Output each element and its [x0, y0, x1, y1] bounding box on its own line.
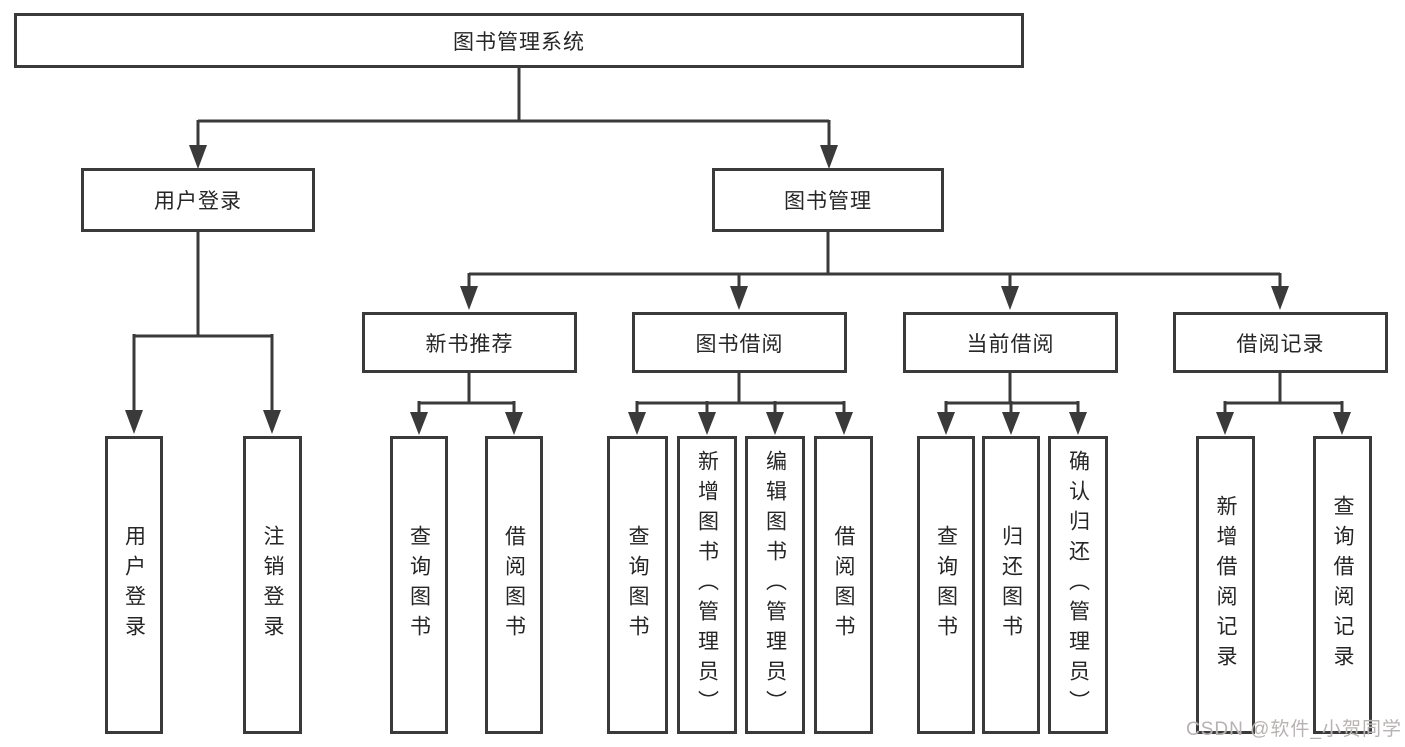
arrow-head — [460, 286, 478, 310]
node-label: 当前借阅 — [966, 332, 1055, 356]
leaf-return-book: 归还图书 — [982, 436, 1040, 734]
leaf-user-login: 用户登录 — [105, 436, 163, 734]
leaf-logout: 注销登录 — [243, 436, 302, 734]
node-label: 用户登录 — [154, 190, 242, 213]
arrow-head — [125, 410, 143, 434]
node-label: 新增借阅记录 — [1214, 495, 1237, 675]
node-label: 查询图书 — [407, 525, 431, 645]
leaf-query-books-borrow: 查询图书 — [607, 436, 668, 734]
arrow-head — [410, 412, 428, 435]
node-label: 新增图书（管理员） — [695, 450, 719, 720]
leaf-confirm-return-admin: 确认归还（管理员） — [1048, 436, 1108, 734]
node-label: 新书推荐 — [425, 332, 514, 356]
arrow-head — [730, 286, 748, 310]
node-label: 用户登录 — [122, 525, 146, 645]
arrow-head — [1001, 286, 1019, 310]
arrow-head — [1271, 286, 1289, 310]
node-label: 图书管理 — [784, 190, 872, 213]
node-user-login: 用户登录 — [81, 168, 315, 232]
arrow-head — [937, 412, 955, 435]
arrow-head — [766, 412, 784, 435]
arrow-head — [1216, 412, 1234, 435]
node-label: 图书管理系统 — [453, 30, 585, 54]
arrow-head — [1069, 412, 1087, 435]
node-current-borrow: 当前借阅 — [903, 312, 1118, 373]
leaf-edit-book-admin: 编辑图书（管理员） — [745, 436, 805, 734]
node-label: 归还图书 — [999, 525, 1023, 645]
arrow-head — [820, 145, 838, 169]
node-label: 借阅图书 — [832, 525, 855, 645]
node-label: 查询图书 — [626, 525, 649, 645]
arrow-head — [698, 412, 716, 435]
node-label: 编辑图书（管理员） — [763, 450, 787, 720]
node-label: 图书借阅 — [695, 332, 784, 356]
node-label: 注销登录 — [261, 525, 284, 645]
node-borrow-records: 借阅记录 — [1173, 312, 1388, 373]
node-library-system: 图书管理系统 — [14, 13, 1024, 68]
node-new-book-recommend: 新书推荐 — [362, 312, 577, 373]
arrow-head — [628, 412, 646, 435]
leaf-add-borrow-record: 新增借阅记录 — [1196, 436, 1255, 734]
arrow-head — [835, 412, 853, 435]
arrow-head — [189, 145, 207, 169]
node-label: 借阅图书 — [502, 525, 526, 645]
arrow-head — [1333, 412, 1351, 435]
node-label: 查询图书 — [934, 525, 958, 645]
node-label: 查询借阅记录 — [1331, 495, 1354, 675]
leaf-add-book-admin: 新增图书（管理员） — [677, 436, 737, 734]
node-label: 借阅记录 — [1236, 332, 1325, 356]
leaf-query-borrow-record: 查询借阅记录 — [1313, 436, 1372, 734]
arrow-head — [505, 412, 523, 435]
leaf-query-books-current: 查询图书 — [917, 436, 975, 734]
node-book-borrow: 图书借阅 — [632, 312, 847, 373]
arrow-head — [263, 410, 281, 434]
leaf-borrow-books: 借阅图书 — [814, 436, 873, 734]
leaf-query-books-recommend: 查询图书 — [390, 436, 448, 734]
watermark: CSDN @软件_小贺同学 — [1186, 719, 1402, 740]
node-book-management: 图书管理 — [712, 168, 944, 232]
node-label: 确认归还（管理员） — [1066, 450, 1090, 720]
leaf-borrow-books-recommend: 借阅图书 — [485, 436, 543, 734]
arrow-head — [1002, 412, 1020, 435]
